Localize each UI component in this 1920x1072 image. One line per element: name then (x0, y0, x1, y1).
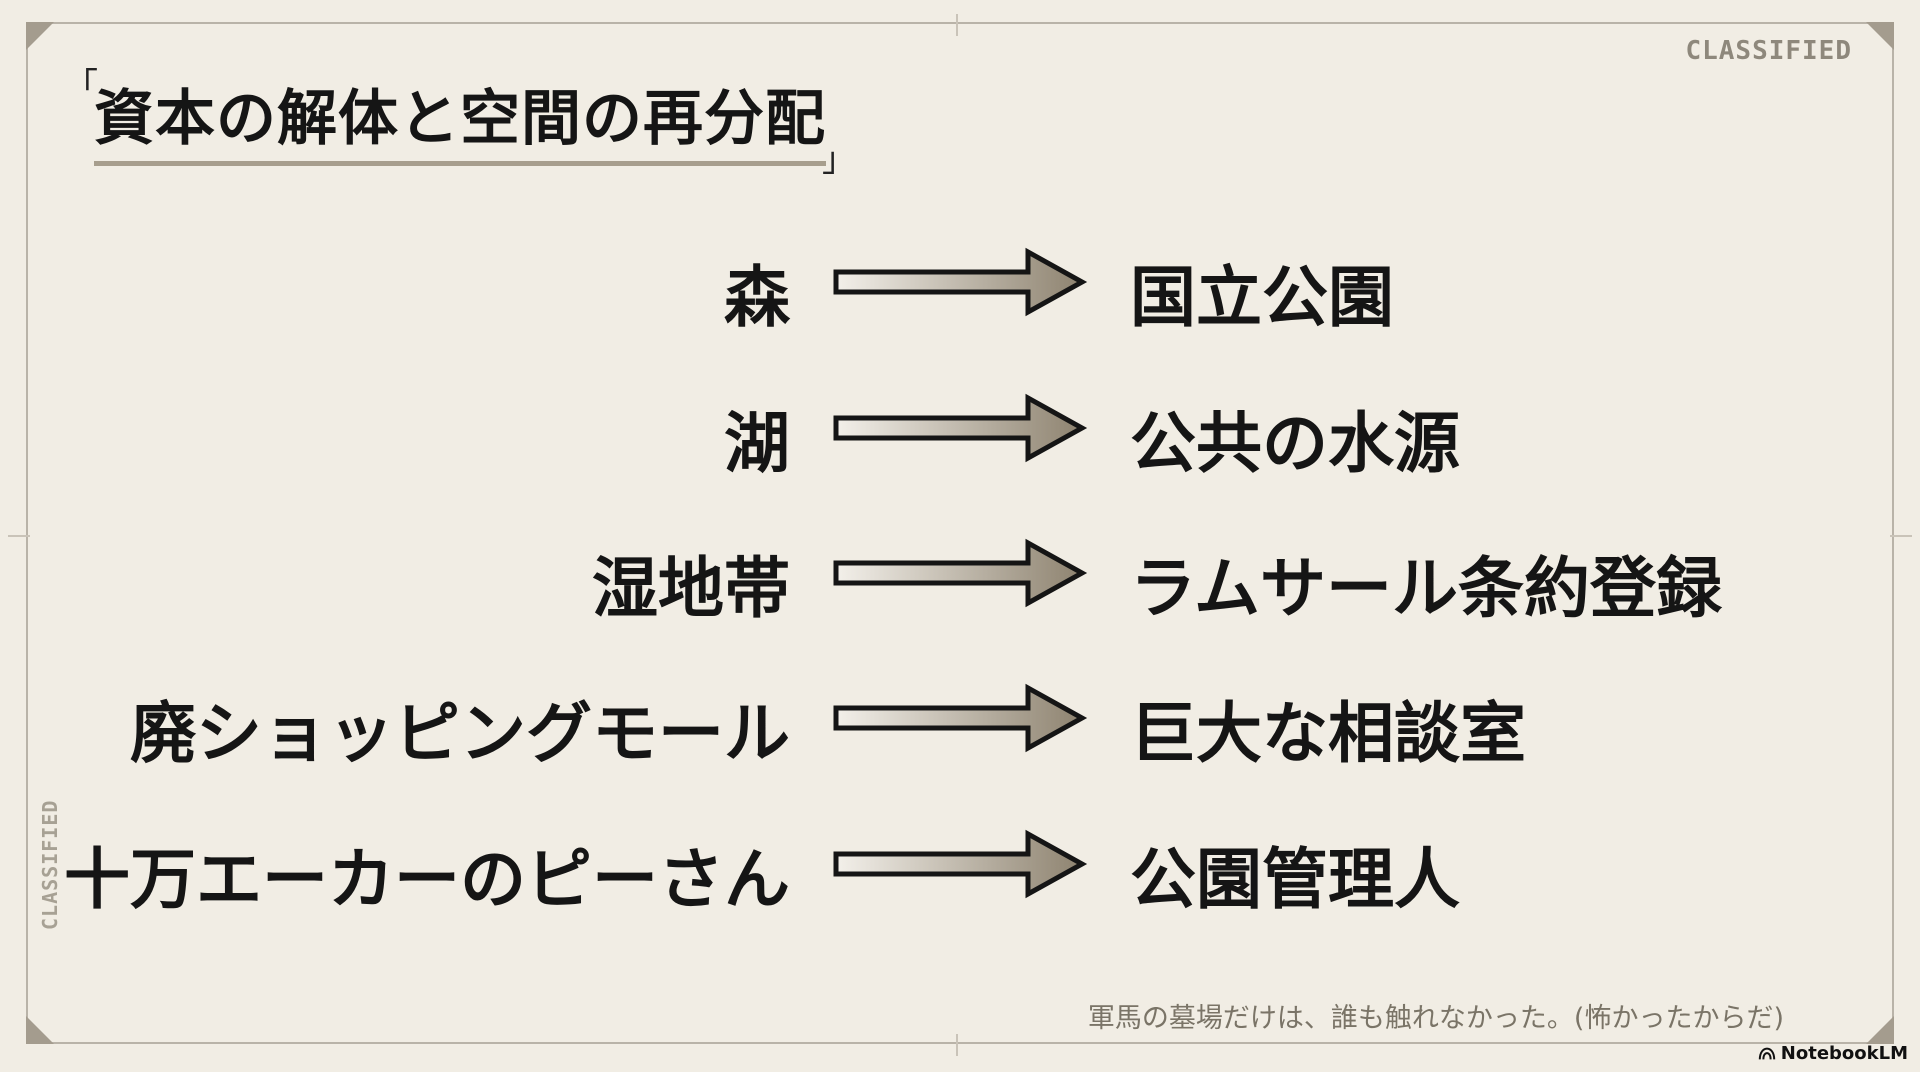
mapping-from: 森 (724, 259, 790, 336)
mapping-from: 廃ショッピングモール (130, 695, 790, 772)
mapping-from: 湖 (724, 405, 790, 482)
mapping-from: 十万エーカーのピーさん (64, 841, 790, 918)
corner-top-right (1866, 22, 1894, 50)
footer-note: 軍馬の墓場だけは、誰も触れなかった。(怖かったからだ) (1087, 1003, 1784, 1034)
mapping-to: 公園管理人 (1130, 841, 1460, 918)
mapping-to: 公共の水源 (1130, 405, 1460, 482)
corner-bottom-left (26, 1016, 54, 1044)
bottom-center-tick (956, 1034, 958, 1056)
mapping-row: 十万エーカーのピーさん 公園管理人 (0, 818, 1920, 918)
notebooklm-icon (1758, 1047, 1775, 1059)
right-arrow-icon (833, 393, 1088, 463)
right-arrow-icon (833, 829, 1088, 899)
corner-top-left (26, 22, 54, 50)
right-arrow-icon (833, 538, 1088, 608)
title-bracket-open: 「 (64, 66, 98, 106)
top-center-tick (956, 14, 958, 36)
brand-watermark: NotebookLM (1758, 1043, 1908, 1064)
page-frame (26, 22, 1894, 1044)
right-arrow-icon (833, 683, 1088, 753)
classified-stamp-top: CLASSIFIED (1685, 36, 1852, 66)
corner-bottom-right (1866, 1016, 1894, 1044)
mapping-row: 森 国立公園 (0, 236, 1920, 336)
mapping-to: 巨大な相談室 (1130, 695, 1526, 772)
mapping-row: 湖 公共の水源 (0, 382, 1920, 482)
mapping-to: 国立公園 (1130, 259, 1394, 336)
right-arrow-icon (833, 247, 1088, 317)
mapping-row: 廃ショッピングモール 巨大な相談室 (0, 672, 1920, 772)
mapping-row: 湿地帯 ラムサール条約登録 (0, 527, 1920, 627)
left-center-tick (8, 535, 30, 537)
brand-label: NotebookLM (1780, 1043, 1908, 1064)
page-title: 資本の解体と空間の再分配 (94, 70, 826, 166)
title-bracket-close: 」 (822, 140, 856, 180)
mapping-from: 湿地帯 (592, 550, 790, 627)
mapping-to: ラムサール条約登録 (1130, 550, 1723, 627)
right-center-tick (1890, 535, 1912, 537)
